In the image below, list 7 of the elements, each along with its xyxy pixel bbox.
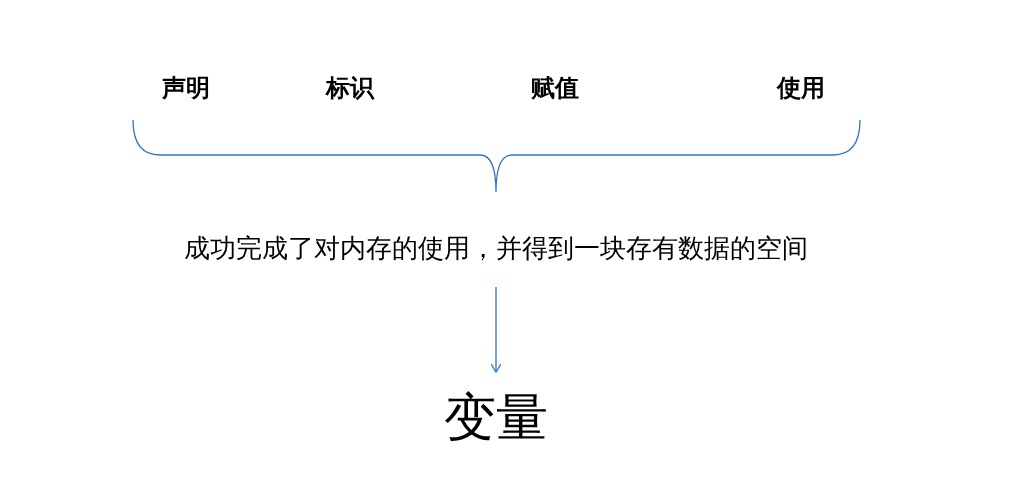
term-label: 使用 xyxy=(777,73,825,104)
term-label: 声明 xyxy=(162,73,210,104)
arrow xyxy=(490,286,502,373)
result-text: 变量 xyxy=(444,385,548,449)
term-label: 标识 xyxy=(326,73,374,104)
term-label: 赋值 xyxy=(531,73,579,104)
description-text: 成功完成了对内存的使用，并得到一块存有数据的空间 xyxy=(184,231,808,265)
